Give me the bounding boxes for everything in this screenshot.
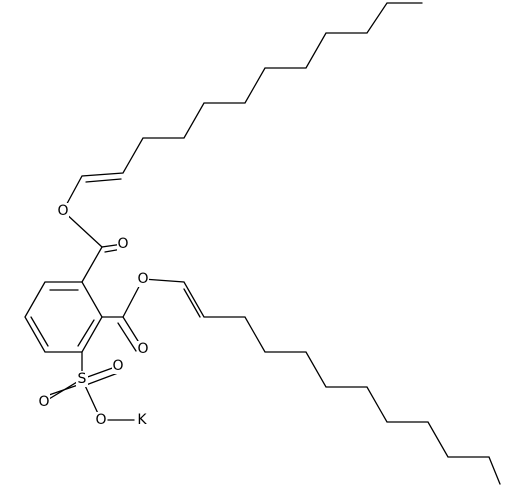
atom-label-layer: O O O O S O O [38,203,149,428]
bond-layer [24,2,501,485]
atom-o-lower-carbonyl: O [137,341,149,357]
atom-s-sulfonyl-label: S [78,371,87,387]
atom-o-sulfonyl-left: O [38,394,50,410]
atom-o-lower-ester: O [137,271,149,287]
atom-k-counterion-label: K [137,412,147,428]
lower-carbonyl-double-bond [117,322,137,352]
atom-o-sulfonyl-left-label: O [38,394,49,410]
benzene-ring-bond [24,281,103,353]
sulfonyl-double-bond [45,384,79,397]
atom-o-sulfonyl-right-label: O [112,358,123,374]
atom-o-sulfonate: O [95,412,107,428]
atom-o-upper-ester-label: O [57,203,68,219]
ring-double-bond [77,319,95,347]
upper-vinyl-double-bond [85,178,122,183]
atom-o-sulfonate-label: O [95,412,106,428]
upper-ester-oxygen-bond [62,210,103,248]
atom-o-upper-carbonyl-label: O [117,236,128,252]
lower-alkenyl-chain-bond [142,278,501,485]
atom-o-upper-ester: O [57,203,69,219]
atom-o-lower-carbonyl-label: O [137,341,148,357]
atom-s-sulfonyl: S [76,371,88,387]
atom-o-upper-carbonyl: O [117,236,129,252]
lower-vinyl-double-bond [183,288,201,318]
ring-double-bond [30,316,49,347]
atom-o-sulfonyl-right: O [112,358,124,374]
sulfonyl-double-bond [85,372,119,386]
atom-o-lower-ester-label: O [137,271,148,287]
upper-alkenyl-chain-bond [62,2,423,212]
atom-k-counterion: K [136,412,148,428]
